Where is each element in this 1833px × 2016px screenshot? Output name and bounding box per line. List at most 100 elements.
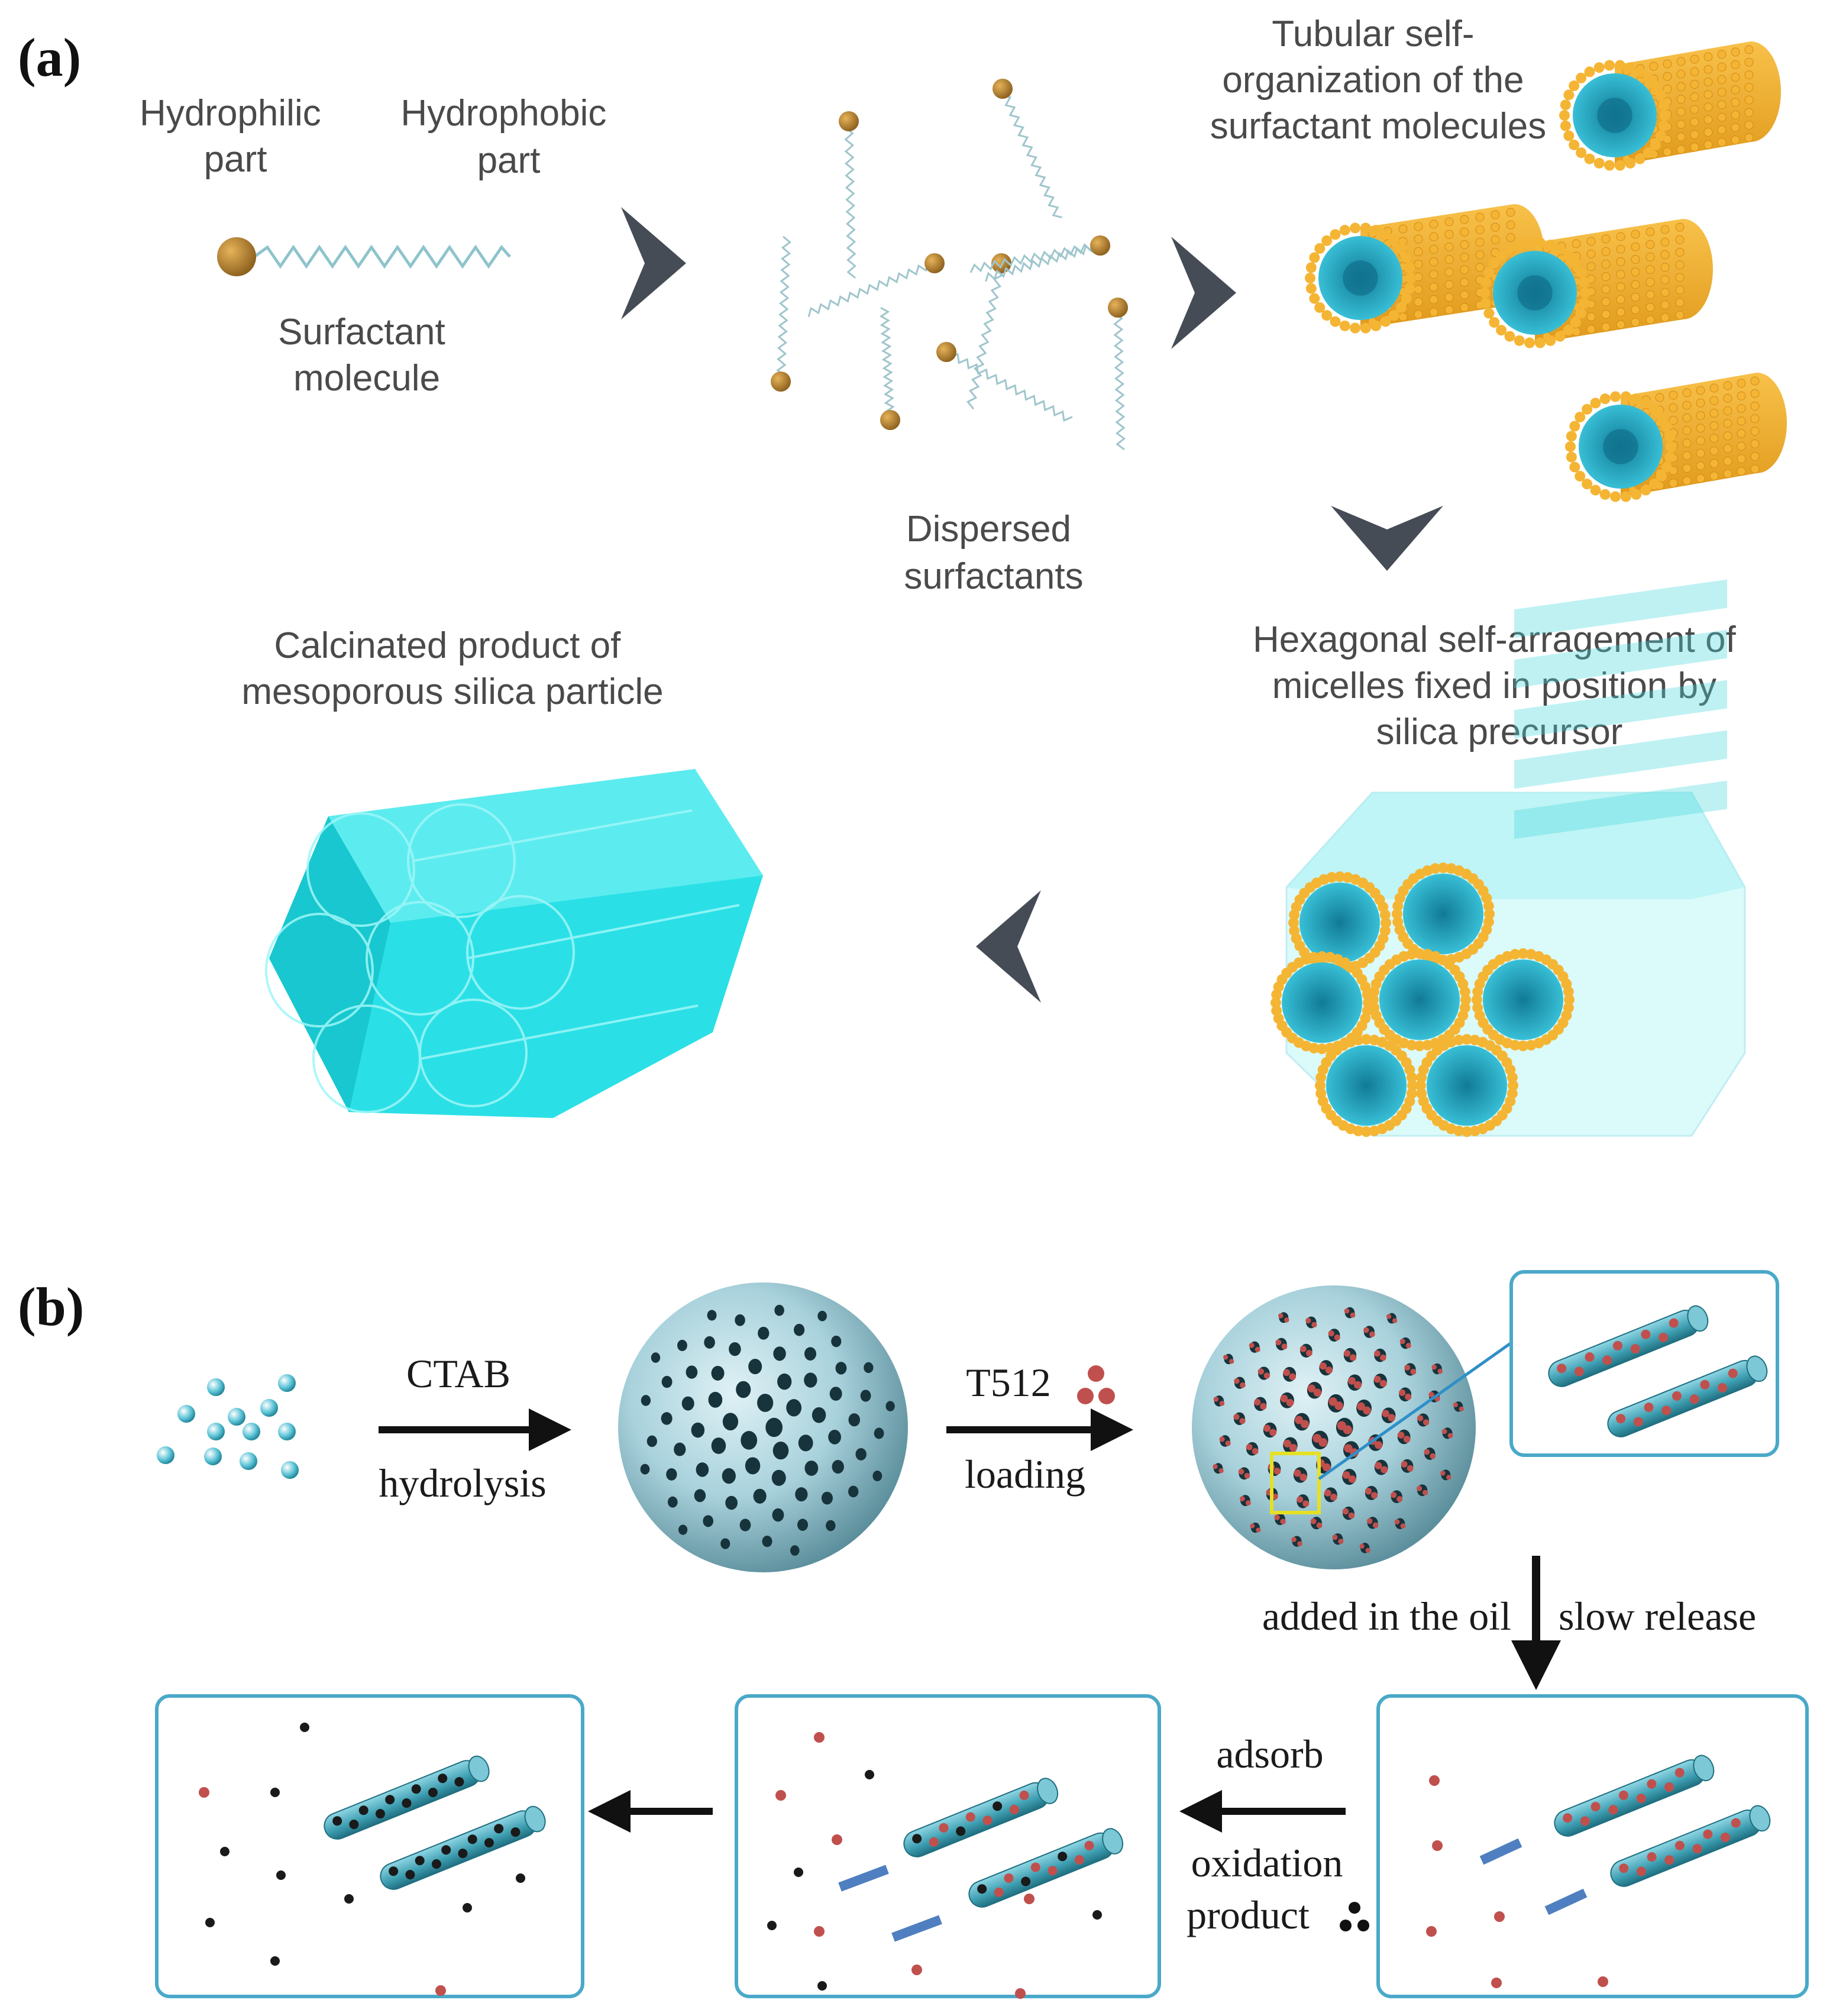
calcinated-label: Calcinated product of mesoporous silica … [241,625,663,712]
t512-particle [1334,1334,1340,1341]
micelle-tube [1479,219,1713,348]
surfactant-tail [985,241,1102,282]
t512-particle [1380,1354,1386,1361]
t512-particle [1441,1429,1447,1435]
released-t512 [1491,1978,1502,1988]
oxidation-product [270,1956,280,1966]
pore [674,1442,686,1456]
particle [431,1859,441,1869]
zoom-highlight-box [1270,1452,1321,1514]
t512-particle [1453,1402,1458,1407]
t512-particle [1437,1368,1443,1374]
pore [860,1390,871,1402]
t512-particle [1396,1495,1403,1503]
micelle-body [1514,780,1727,839]
precursor-ball [207,1423,225,1440]
t512-particle [1280,1394,1288,1403]
pore [711,1437,726,1454]
pore-channel-rod [1554,1755,1715,1837]
tubular-label: Tubular self- organization of the surfac… [1210,14,1547,147]
t512-particle [1213,1464,1218,1469]
t512-particle [1310,1518,1317,1524]
t512-particle [1405,1393,1412,1400]
t512-particle [1225,1440,1231,1446]
micelle-cross-section [1472,948,1575,1051]
pore [872,1471,882,1482]
particle [385,1795,395,1805]
oxidation-product [817,1981,827,1991]
t512-particle [1323,1463,1331,1472]
micelle-tube [1559,41,1781,171]
t512-particle [1446,1475,1451,1480]
pore [711,1365,725,1381]
t512-particle [1289,1443,1297,1452]
t512-particle [1283,1439,1291,1448]
pore-channel-rod [1607,1355,1768,1437]
pore [722,1468,736,1484]
arrow-chevron-down [1331,506,1443,571]
pore [666,1468,677,1481]
t512-particle [1347,1377,1356,1385]
t512-particle [1399,1338,1405,1345]
particle [467,1834,477,1844]
pore [641,1395,651,1406]
surfactant-tail [807,260,936,317]
particle [411,1784,421,1794]
particle [1664,1782,1674,1792]
t512-particle [1269,1429,1277,1436]
particle [441,1845,451,1855]
t512-particle [1229,1359,1234,1364]
particle [1608,1805,1618,1815]
particle [494,1824,504,1834]
pore [804,1372,817,1388]
precursor-ball [260,1399,278,1417]
t512-particle [1286,1398,1294,1407]
t512-particle [1392,1318,1398,1323]
pore [681,1396,694,1411]
release-arrow [1479,1838,1522,1865]
t512-particle [1348,1475,1356,1483]
t512-particle [1255,1346,1260,1352]
dispersed-surfactants-group [771,79,1128,451]
surfactant-head [936,342,956,362]
particle [1030,1862,1040,1872]
released-t512 [1494,1911,1505,1922]
oxidation-product [270,1788,280,1797]
t512-particle [1299,1345,1307,1352]
particle [939,1823,949,1833]
precursor-ball [281,1461,299,1479]
t512-particle [1234,1378,1240,1384]
pore [762,1535,772,1547]
t512-particle [1365,1488,1372,1495]
pore [804,1347,817,1361]
pore [720,1538,730,1549]
t512-particle [1459,1406,1464,1411]
t512-particle [1343,1350,1351,1357]
box-adsorb [735,1694,1161,1998]
particle [1618,1790,1628,1800]
t512-particle [1374,1350,1381,1357]
t512-particle [1244,1472,1250,1479]
t512-particle [1319,1362,1327,1370]
precursor-ball [228,1408,245,1426]
t512-particle [1213,1396,1219,1402]
t512-particle [1245,1500,1251,1506]
t512-particle [1278,1313,1284,1319]
particle [1718,1383,1728,1393]
pore-channel-rod [380,1805,546,1890]
t512-particle [1324,1489,1331,1497]
micelle-body [1514,579,1727,638]
oxidation-product [767,1921,777,1930]
particle [458,1849,468,1859]
t512-particle [1295,1416,1304,1424]
pore [848,1413,861,1427]
t512-particle [1397,1432,1405,1439]
t512-particle [1338,1539,1344,1545]
surfactant-tail [1000,86,1062,219]
t512-particle [1334,1401,1343,1410]
t512-particle [1233,1414,1240,1420]
hexagonal-label: Hexagonal self-arragement of micelles fi… [1253,619,1746,752]
pore [729,1342,741,1356]
t512-particle [1382,1410,1389,1417]
t512-particle [1291,1537,1297,1542]
